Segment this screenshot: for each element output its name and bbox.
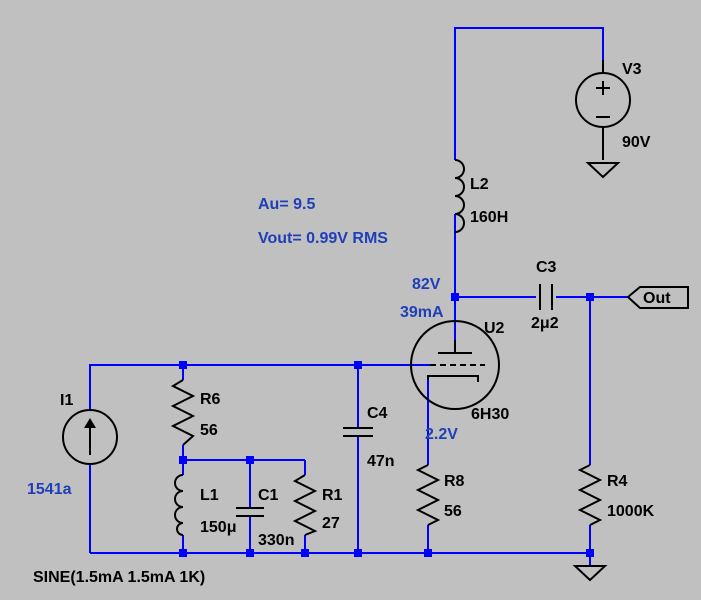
- plate-voltage-label: 82V: [412, 276, 441, 293]
- c4-capacitor: [343, 427, 373, 437]
- output-port: [626, 286, 689, 309]
- r8-name: R8: [444, 473, 465, 490]
- r1-value: 27: [322, 515, 340, 532]
- r4-name: R4: [607, 473, 628, 490]
- l1-inductor: [174, 474, 184, 536]
- l1-value: 150μ: [200, 519, 236, 536]
- c1-capacitor: [236, 507, 264, 517]
- c3-value: 2μ2: [531, 315, 559, 332]
- u2-value: 6H30: [471, 406, 509, 423]
- c1-name: C1: [258, 487, 279, 504]
- output-port-label: Out: [643, 290, 671, 307]
- c3-name: C3: [536, 259, 557, 276]
- ground-symbol-r4: [572, 553, 608, 582]
- l2-inductor: [454, 152, 465, 233]
- u2-name: U2: [484, 320, 505, 337]
- r8-value: 56: [444, 503, 462, 520]
- r6-name: R6: [200, 391, 221, 408]
- u2-triode-tube: [410, 320, 500, 410]
- c4-value: 47n: [367, 453, 395, 470]
- v3-name: V3: [622, 61, 642, 78]
- l2-name: L2: [470, 176, 489, 193]
- gain-annotation: Au= 9.5: [258, 196, 315, 213]
- r6-value: 56: [200, 422, 218, 439]
- c3-capacitor: [539, 284, 553, 310]
- l1-name: L1: [200, 487, 219, 504]
- l2-value: 160H: [470, 209, 508, 226]
- junctions: [179, 293, 594, 557]
- r6-resistor: [170, 379, 196, 446]
- ground-symbol-v3: [585, 162, 621, 179]
- wires: [89, 27, 628, 566]
- r1-resistor: [292, 474, 318, 536]
- i1-source-spec: SINE(1.5mA 1.5mA 1K): [33, 569, 205, 586]
- r4-value: 1000K: [607, 503, 655, 520]
- cathode-voltage-label: 2.2V: [425, 426, 458, 443]
- i1-current-source: [62, 409, 118, 465]
- c4-name: C4: [367, 405, 388, 422]
- v3-voltage-source: [575, 60, 631, 160]
- r4-resistor: [577, 464, 603, 526]
- c1-value: 330n: [258, 532, 294, 549]
- vout-annotation: Vout= 0.99V RMS: [258, 230, 388, 247]
- v3-value: 90V: [622, 134, 651, 151]
- i1-value: 1541a: [27, 481, 72, 498]
- r8-resistor: [415, 464, 441, 526]
- i1-name: I1: [60, 392, 73, 409]
- plate-current-label: 39mA: [400, 304, 444, 321]
- r1-name: R1: [322, 487, 343, 504]
